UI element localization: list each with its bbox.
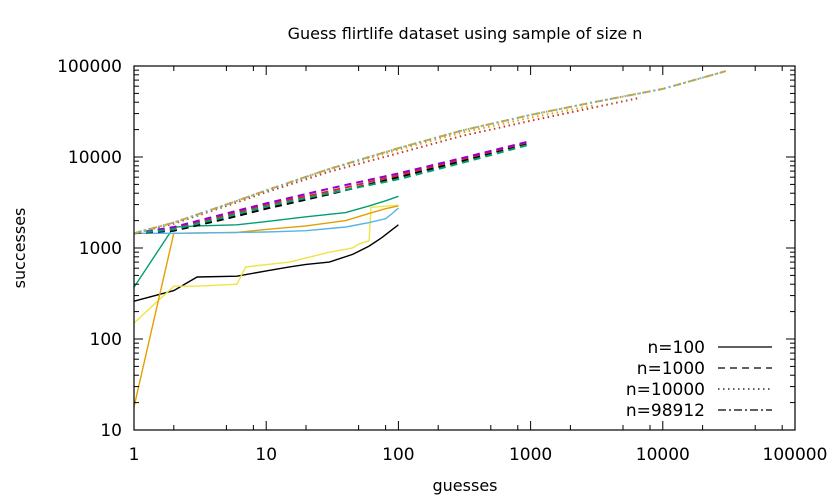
legend-label: n=10000 [626,380,705,400]
y-axis-label: successes [10,208,29,289]
series-line-n100-0 [133,224,399,302]
y-tick-label: 100000 [57,57,122,77]
x-tick-label: 1000 [509,445,552,465]
series-line-n1000-6 [133,140,531,235]
chart-title: Guess flirtlife dataset using sample of … [288,24,643,43]
plot-series [133,70,727,407]
x-axis: 1 10 100 1000 10000 100000 [129,66,828,465]
legend-label: n=98912 [626,401,705,421]
series-line-n100-1 [133,204,399,324]
x-tick-label: 10 [255,445,277,465]
series-line-n100-4 [134,207,399,235]
series-line-n1000-8 [133,143,531,235]
y-axis: 10 100 1000 10000 100000 [57,57,795,441]
series-line-n1000-7 [133,140,531,235]
x-tick-label: 10000 [636,445,690,465]
series-line-n98912-12 [133,70,727,235]
y-tick-label: 1000 [79,239,122,259]
x-axis-label: guesses [433,476,498,495]
series-line-n10000-9 [133,96,641,235]
series-line-n98912-11 [133,70,727,235]
x-tick-label: 100000 [763,445,828,465]
legend-label: n=100 [648,338,705,358]
legend-label: n=1000 [637,359,705,379]
x-tick-label: 100 [382,445,414,465]
series-line-n10000-10 [133,104,594,235]
y-tick-label: 10000 [68,148,122,168]
y-tick-label: 10 [100,421,122,441]
series-line-n1000-5 [133,141,531,235]
y-tick-label: 100 [90,330,122,350]
series-line-n100-3 [133,195,399,288]
series-line-n100-2 [133,205,399,407]
x-tick-label: 1 [129,445,140,465]
